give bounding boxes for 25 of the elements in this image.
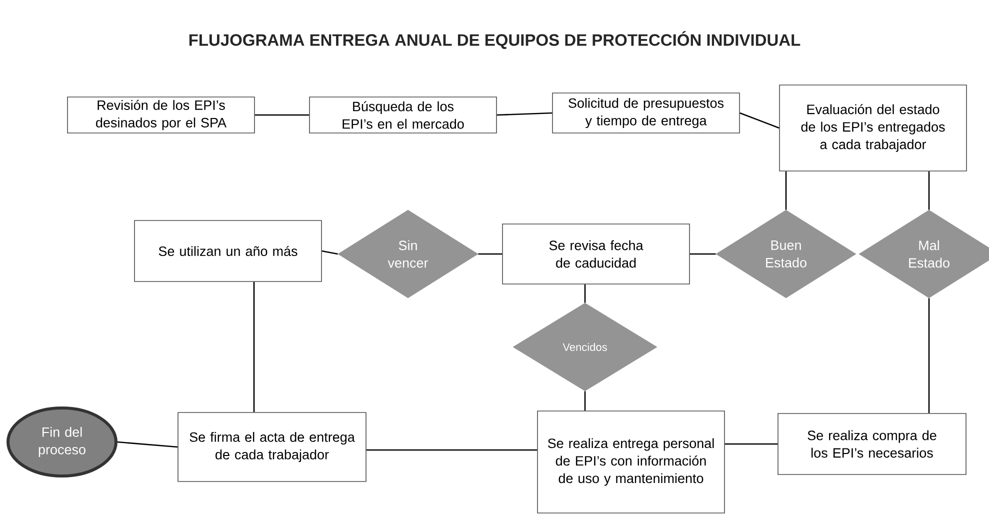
process-box: Se firma el acta de entrega de cada trabajador [178, 412, 366, 482]
connector-line [496, 112, 552, 116]
connector-line [478, 253, 502, 255]
connector-line [254, 114, 310, 116]
connector-line [117, 441, 178, 448]
connector-line [366, 449, 538, 451]
process-box: Revisión de los EPI’s desinados por el SPA [67, 96, 255, 134]
title: FLUJOGRAMA ENTREGA ANUAL DE EQUIPOS DE PROTECCIÓN INDIVIDUAL [189, 31, 800, 49]
connector-line [253, 282, 255, 412]
process-box: Se revisa fecha de caducidad [502, 224, 690, 284]
process-box: Se realiza entrega personal de EPI’s con información de uso y mantenimiento [537, 410, 725, 514]
process-box: Se utilizan un año más [134, 220, 322, 282]
connector-line [584, 284, 586, 303]
process-box: Solicitud de presupuestos y tiempo de entrega [552, 92, 740, 134]
connector-line [928, 298, 930, 414]
connector-line [724, 443, 778, 445]
process-box: Evaluación del estado de los EPI’s entregados a cada trabajador [779, 84, 967, 172]
connector-line [322, 250, 338, 255]
connector-line [584, 391, 586, 411]
connector-line [785, 171, 787, 210]
process-box: Búsqueda de los EPI’s en el mercado [309, 96, 497, 134]
process-box: Se realiza compra de los EPI’s necesarios [778, 413, 966, 475]
connector-line [740, 112, 780, 129]
connector-line [690, 253, 716, 255]
connector-line [928, 171, 930, 210]
